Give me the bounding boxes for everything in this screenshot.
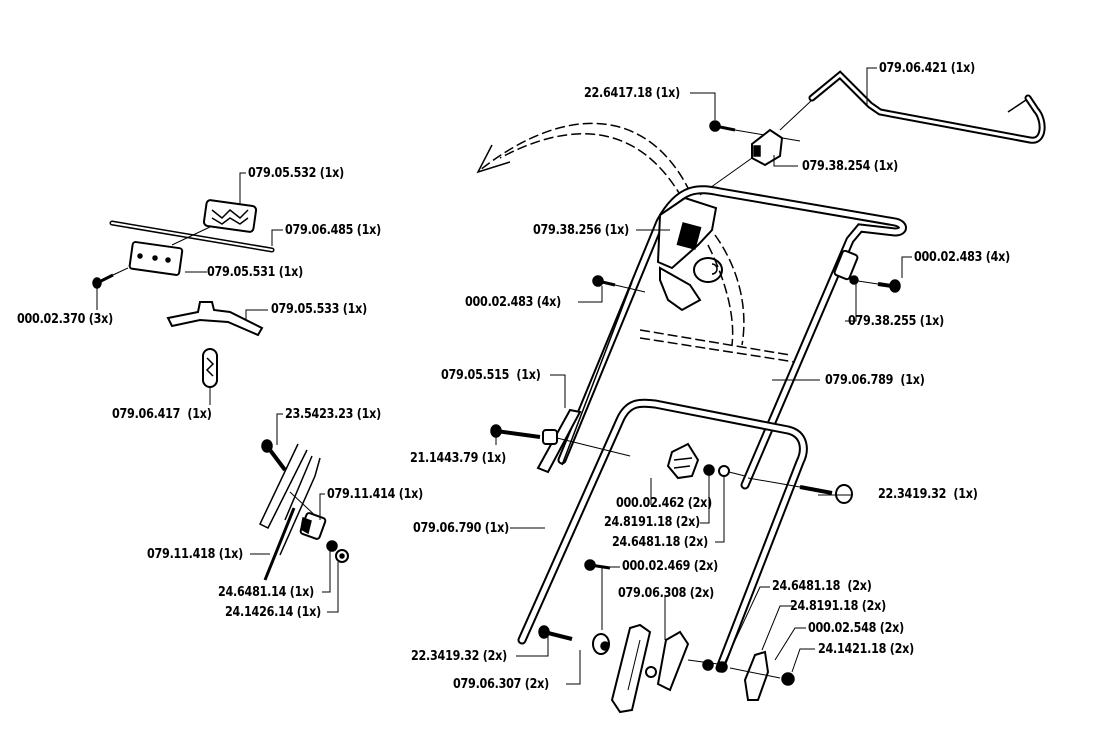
part-label: 079.06.307 (2x) (453, 677, 549, 692)
screw-000-02-483-right (857, 279, 901, 293)
cable-clamp-block (751, 128, 784, 167)
part-label: 22.3419.32 (1x) (878, 487, 978, 502)
part-label: 000.02.469 (2x) (622, 559, 718, 574)
hinge-bracket-assembly (538, 559, 795, 714)
part-label: 000.02.483 (4x) (914, 250, 1010, 265)
cable-rod (109, 220, 275, 253)
cable-lever-assembly (259, 439, 349, 581)
guide-line (779, 99, 813, 131)
part-label: 24.8191.18 (2x) (790, 599, 886, 614)
cable-clip-cover (202, 199, 258, 233)
cable-hook-bracket (166, 301, 264, 337)
part-label: 079.38.254 (1x) (802, 159, 898, 174)
part-label: 24.8191.18 (2x) (604, 515, 700, 530)
part-label: 000.02.548 (2x) (808, 621, 904, 636)
bolt-22-3419-32-right (747, 477, 853, 504)
part-label: 079.05.515 (1x) (441, 368, 541, 383)
screw-000-02-483-left (592, 275, 646, 293)
knob-000-02-462 (666, 442, 746, 480)
handle-clamp-right (833, 249, 859, 285)
cable-control-lever (656, 196, 745, 346)
part-label: 24.1426.14 (1x) (225, 605, 321, 620)
part-label: 079.06.421 (1x) (879, 61, 975, 76)
part-label: 079.05.532 (1x) (248, 166, 344, 181)
lower-handle-frame (517, 398, 808, 673)
part-label: 000.02.462 (2x) (616, 496, 712, 511)
part-label: 22.6417.18 (1x) (584, 86, 680, 101)
part-label: 079.06.485 (1x) (285, 223, 381, 238)
part-label: 079.06.789 (1x) (825, 373, 925, 388)
height-adjust-bolt-assembly (490, 408, 631, 474)
part-label: 24.6481.18 (2x) (772, 579, 872, 594)
upper-handle-frame (557, 185, 907, 490)
part-label: 079.38.255 (1x) (848, 314, 944, 329)
screw-000-02-370 (92, 267, 129, 289)
part-label: 079.06.790 (1x) (413, 521, 509, 536)
part-label: 079.11.414 (1x) (327, 487, 423, 502)
cable-clip-base (128, 241, 184, 276)
leader-lines (96, 67, 912, 685)
part-label: 24.6481.14 (1x) (218, 585, 314, 600)
fold-direction-arrow (476, 122, 691, 199)
part-label: 079.05.531 (1x) (207, 265, 303, 280)
part-label: 24.1421.18 (2x) (818, 642, 914, 657)
part-label: 24.6481.18 (2x) (612, 535, 708, 550)
part-label: 079.38.256 (1x) (533, 223, 629, 238)
part-label: 079.06.417 (1x) (112, 407, 212, 422)
part-label: 079.11.418 (1x) (147, 547, 243, 562)
part-label: 21.1443.79 (1x) (410, 451, 506, 466)
guide-line (171, 225, 213, 246)
part-label: 22.3419.32 (2x) (411, 649, 507, 664)
part-label: 000.02.483 (4x) (465, 295, 561, 310)
part-label: 23.5423.23 (1x) (285, 407, 381, 422)
part-label: 000.02.370 (3x) (17, 312, 113, 327)
part-label: 079.06.308 (2x) (618, 586, 714, 601)
upper-handle-bar (808, 70, 1046, 144)
part-label: 079.05.533 (1x) (271, 302, 367, 317)
cable-hook-clip (202, 348, 218, 397)
